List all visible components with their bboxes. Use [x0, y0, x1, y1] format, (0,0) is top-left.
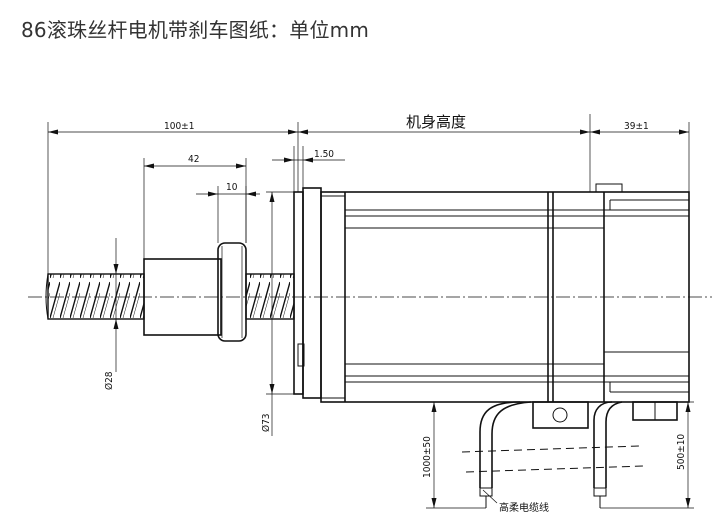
- dim-gap-label: 1.50: [314, 149, 334, 160]
- dim-flange-width: [196, 186, 260, 243]
- dim-nut-length-label: 42: [188, 154, 199, 165]
- dim-gap: [272, 146, 345, 192]
- ball-nut: [143, 242, 247, 342]
- dim-nut-length: [143, 158, 247, 259]
- ball-screw-right: [245, 273, 295, 320]
- dim-screw-diameter-label: Ø28: [103, 371, 115, 390]
- dim-cable-length-2: [600, 401, 694, 509]
- dim-brake-length-label: 39±1: [624, 121, 649, 132]
- dim-cable-length-2-label: 500±10: [676, 434, 687, 470]
- dim-flange-width-label: 10: [226, 182, 238, 193]
- motor-flange: [293, 187, 322, 399]
- cable-assembly: [461, 401, 678, 508]
- page-title: 86滚珠丝杆电机带刹车图纸：单位mm: [21, 18, 370, 42]
- dim-screw-diameter: [108, 238, 120, 372]
- dim-cable-length-1: [426, 401, 486, 509]
- motor-body: [320, 183, 690, 403]
- dim-flange-diameter-label: Ø73: [260, 413, 272, 432]
- dim-overall-length-label: 100±1: [164, 121, 194, 132]
- dim-brake-length: [590, 122, 690, 192]
- dim-flange-diameter: [266, 191, 294, 436]
- dim-cable-length-1-label: 1000±50: [422, 436, 433, 478]
- dim-motor-length-label: 机身高度: [406, 113, 466, 131]
- dim-motor-length: [298, 114, 591, 192]
- dim-overall-length: [47, 122, 299, 274]
- ball-screw-left: [45, 273, 145, 320]
- cable-label: 高柔电缆线: [499, 501, 549, 514]
